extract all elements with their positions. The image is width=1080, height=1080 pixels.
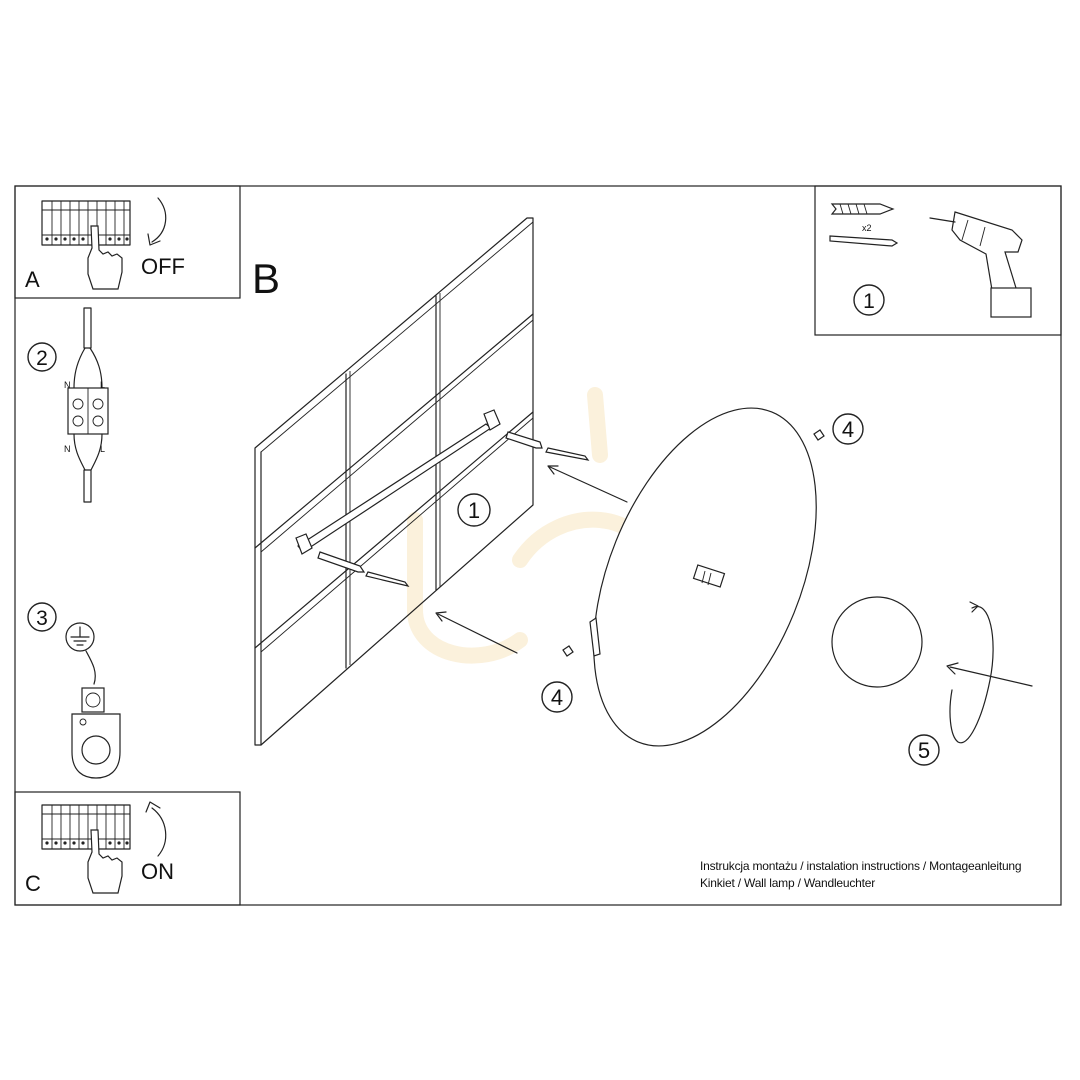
panel-a: OFF A [14,185,241,299]
caption-line-1: Instrukcja montażu / instalation instruc… [700,859,1022,873]
screw-icon [365,571,410,587]
hand-icon [87,829,123,894]
step-2-number: 2 [36,347,48,370]
anchor-plug-icon [830,203,895,215]
step-5-number: 5 [918,738,930,763]
drill-icon [929,211,1032,318]
step-3-number: 3 [36,607,48,630]
panel-c-letter: C [25,871,41,896]
live-label-top: L [100,380,105,390]
step-1-badge [853,284,885,316]
rotate-arrow-icon [151,807,167,857]
off-label: OFF [141,254,185,279]
mounting-bar-icon [295,409,590,587]
screw-icon [545,447,590,461]
neutral-label-top: N [64,380,71,390]
panel-b: B [252,217,1033,766]
anchor-plug-icon [505,431,543,449]
neutral-label-bottom: N [64,444,71,454]
screw-icon [562,645,574,657]
panel-a-letter: A [25,267,40,292]
step-1-tools-number: 1 [863,290,875,313]
ground-symbol-icon [65,622,95,652]
step-4-bottom-number: 4 [551,685,563,710]
screw-icon [829,235,899,247]
live-label-bottom: L [100,444,105,454]
step-2-wiring: 2 N L N L [27,307,109,503]
screw-icon [813,429,825,441]
step-4-top-number: 4 [842,417,854,442]
screw-icon [317,551,366,573]
caption-line-2: Kinkiet / Wall lamp / Wandleuchter [700,876,876,890]
rotate-arrow-icon [151,197,167,243]
breaker-box-icon [41,804,131,850]
lamp-socket-icon [692,564,726,588]
wall-tiles [254,217,534,746]
terminal-block-icon [67,387,109,435]
quantity-label: x2 [862,223,872,233]
rotate-arrow-icon [949,605,994,744]
panel-tools: x2 1 [814,185,1062,336]
outer-frame [14,185,1062,906]
step-3-ground: 3 [27,602,121,779]
panel-c: ON C [14,791,241,906]
hand-icon [87,225,123,290]
step-1-badge [457,493,491,527]
on-label: ON [141,859,174,884]
ground-clamp-icon [71,687,121,779]
breaker-box-icon [41,200,131,246]
panel-b-letter: B [252,255,280,302]
instructions-caption: Instrukcja montażu / instalation instruc… [700,858,1022,892]
step-1-main-number: 1 [468,498,480,523]
bulb-disc-icon [831,596,923,688]
